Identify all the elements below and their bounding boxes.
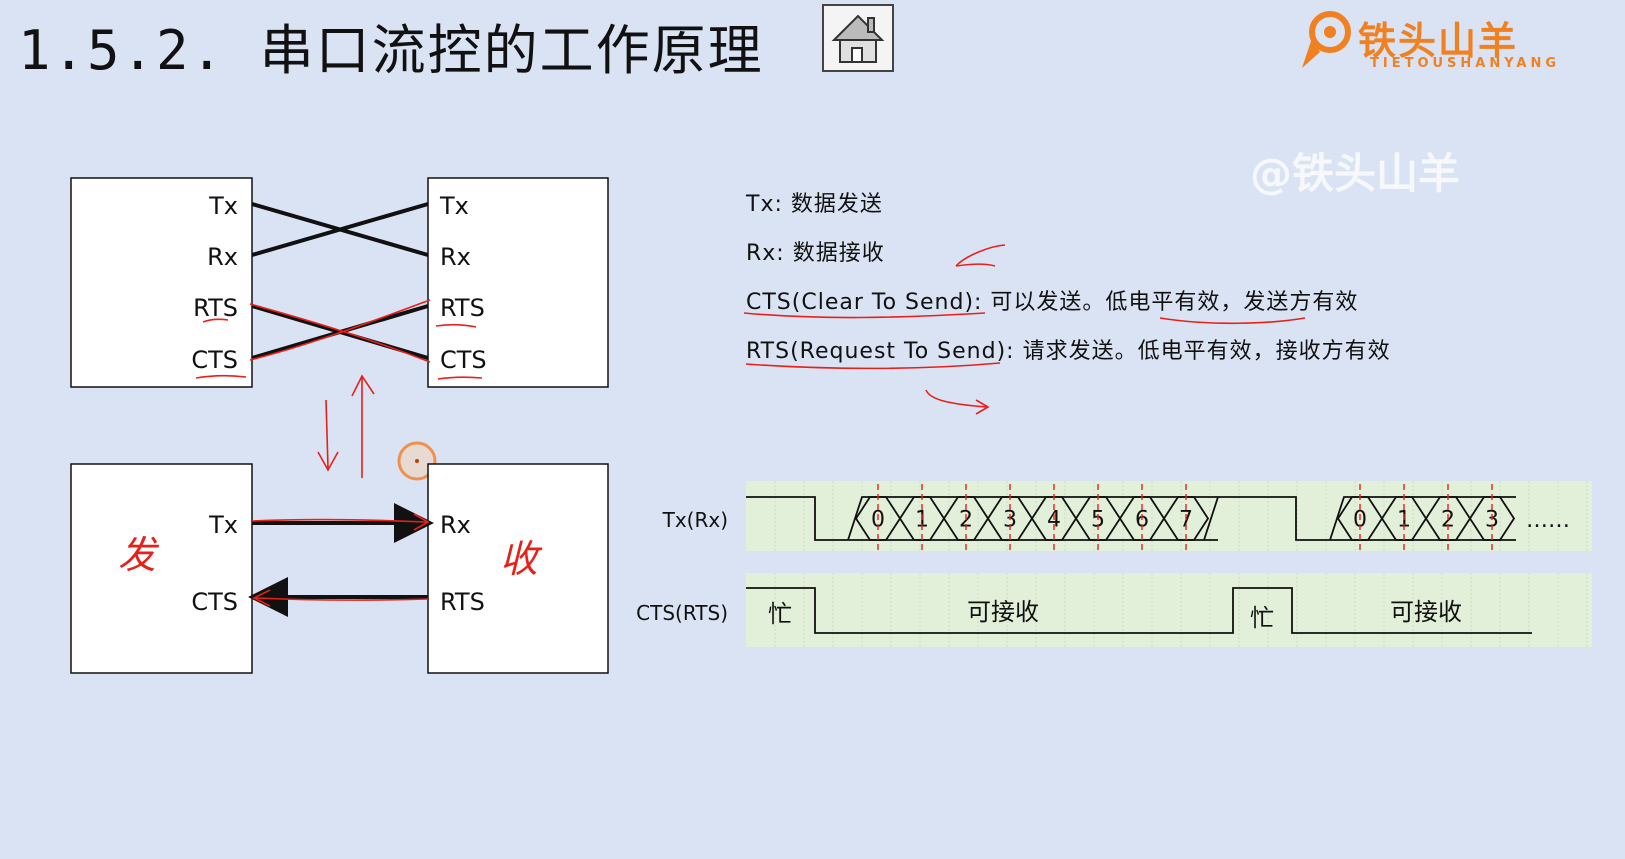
pin-label: Rx <box>440 511 471 539</box>
timing-label-tx: Tx(Rx) <box>662 508 728 532</box>
annotation-arrow <box>955 244 1006 267</box>
pin-label: CTS <box>191 346 238 374</box>
pin-label: RTS <box>193 294 238 322</box>
logo-subtitle: TIETOUSHANYANG <box>1370 56 1561 71</box>
annotation-stroke <box>252 589 429 607</box>
receiver-box <box>427 463 609 674</box>
bit-cell <box>1468 496 1516 541</box>
cts-ready-label: 可接收 <box>967 598 1039 626</box>
pin-label: Rx <box>207 243 238 271</box>
wire-rx-to-tx <box>251 202 429 257</box>
annotation-stroke <box>195 374 247 379</box>
annotation-stroke <box>249 303 431 363</box>
annotation-arrow-down <box>317 399 339 472</box>
legend-tx: Tx: 数据发送 <box>746 192 883 217</box>
cts-waveform <box>746 587 1532 634</box>
annotation-arrow <box>925 389 990 415</box>
page-title: 1.5.2. 串口流控的工作原理 <box>18 19 764 82</box>
watermark: @铁头山羊 <box>1250 149 1461 198</box>
pin-label: CTS <box>440 346 487 374</box>
annotation-stroke <box>251 513 430 531</box>
device-box-top-right <box>427 177 609 388</box>
annotation-stroke <box>743 312 986 319</box>
cts-busy-label: 忙 <box>1250 604 1274 632</box>
tx-waveform-frame2 <box>1329 496 1516 541</box>
timing-label-cts: CTS(RTS) <box>636 601 728 625</box>
home-button[interactable] <box>822 4 894 72</box>
legend-rx: Rx: 数据接收 <box>746 241 885 266</box>
bit-cell <box>1162 496 1210 541</box>
pin-label: Rx <box>440 243 471 271</box>
pin-label: Tx <box>439 192 469 220</box>
annotation-stroke <box>437 376 483 380</box>
pin-label: RTS <box>440 588 485 616</box>
home-icon <box>831 14 885 63</box>
cursor-dot <box>415 459 419 463</box>
tx-waveform-idle-start <box>746 496 848 541</box>
goat-icon <box>1302 11 1351 68</box>
cts-busy-label: 忙 <box>768 600 792 628</box>
legend-cts: CTS(Clear To Send): 可以发送。低电平有效，发送方有效 <box>746 290 1359 315</box>
cts-ready-label: 可接收 <box>1390 598 1462 626</box>
pin-label: Tx <box>208 192 238 220</box>
tx-waveform-idle-mid <box>1218 496 1330 541</box>
annotation-stroke <box>745 362 1001 370</box>
annotation-stroke <box>1159 317 1306 325</box>
device-box-top-left <box>70 177 253 388</box>
tx-frame2-ellipsis: …… <box>1526 508 1570 533</box>
sender-box <box>70 463 253 674</box>
annotation-arrow-up <box>351 374 375 478</box>
annotation-stroke <box>249 299 431 361</box>
pin-label: Tx <box>208 511 238 539</box>
pin-label: RTS <box>440 294 485 322</box>
annotation-stroke <box>202 318 229 323</box>
logo-name: 铁头山羊 <box>1358 19 1519 63</box>
pin-label: CTS <box>191 588 238 616</box>
sender-note: 发 <box>118 533 160 577</box>
annotation-stroke <box>435 323 477 328</box>
legend-rts: RTS(Request To Send): 请求发送。低电平有效，接收方有效 <box>746 339 1391 364</box>
brand-logo: 铁头山羊 TIETOUSHANYANG <box>1300 8 1600 74</box>
receiver-note: 收 <box>500 537 543 581</box>
timing-band-cts <box>746 573 1592 647</box>
